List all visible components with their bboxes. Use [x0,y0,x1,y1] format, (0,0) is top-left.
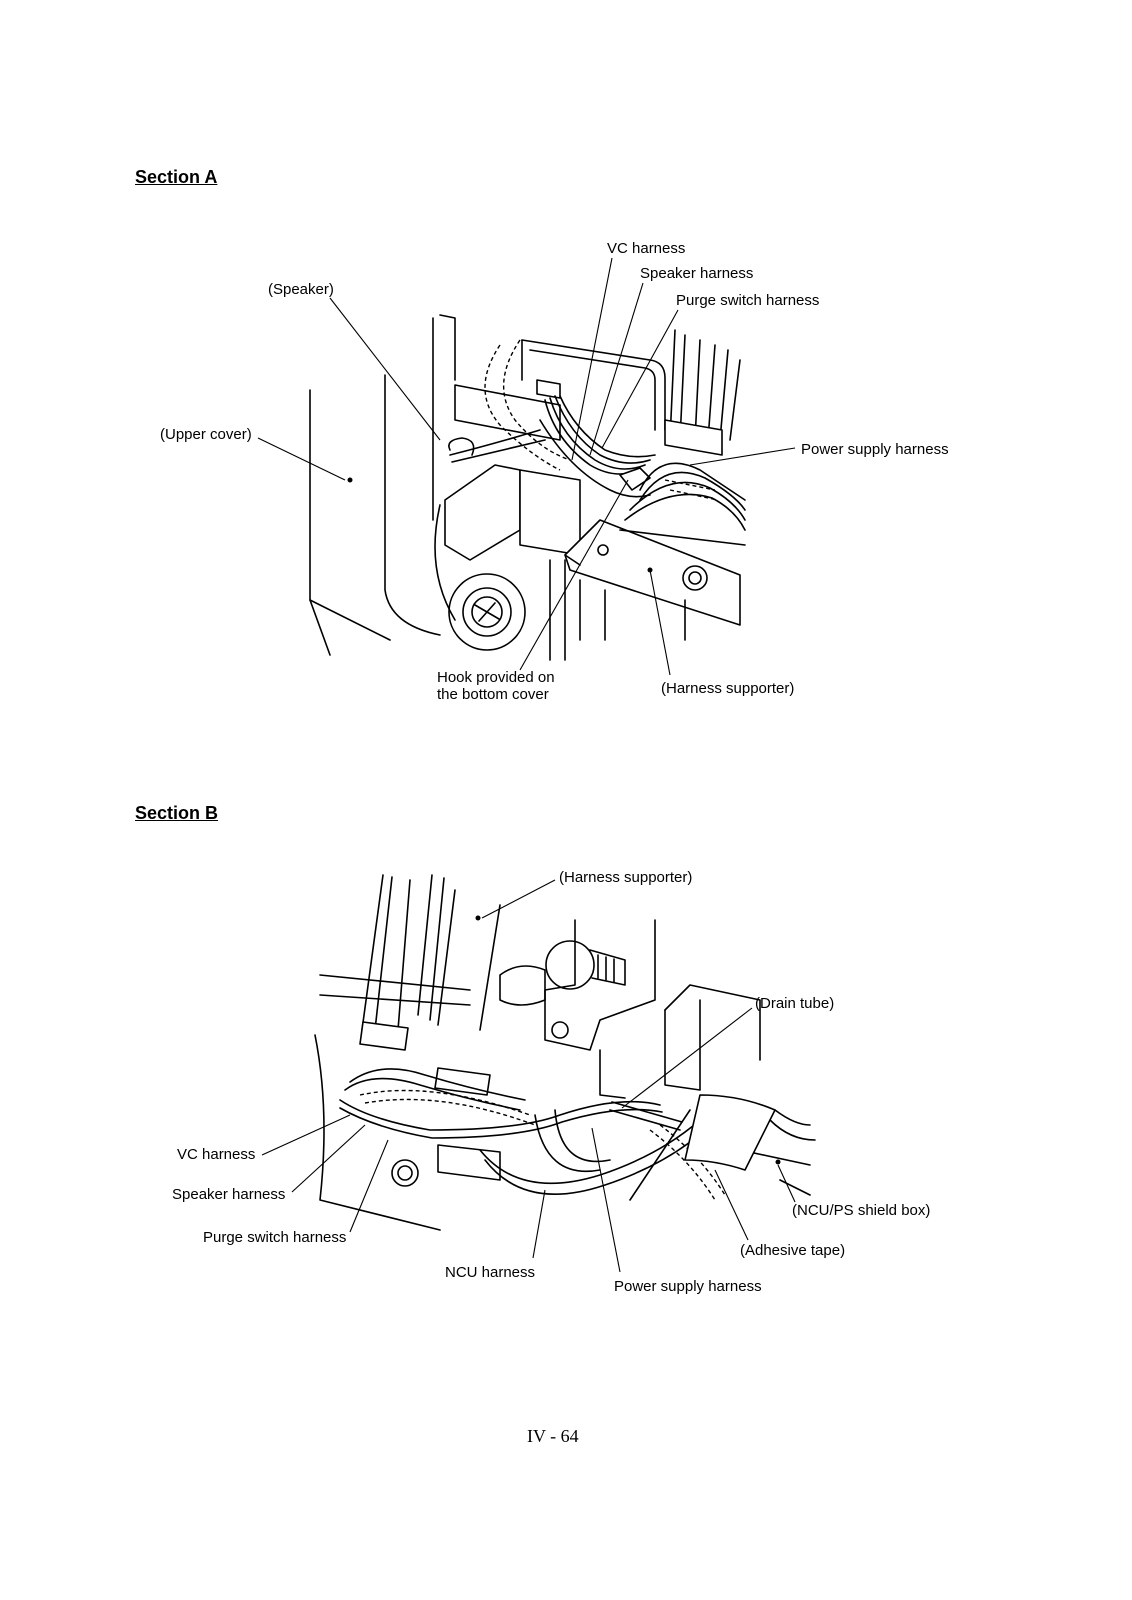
harness-supporter-tall [361,874,384,1031]
base-plate [319,974,471,991]
speaker-wire [449,429,541,456]
leader-drain-tube [621,1007,753,1109]
leader-power-supply-harness [689,447,796,466]
leader-ncu-ps-shield-box [777,1164,796,1203]
section-a-figure [0,0,1132,780]
section-b-figure [0,820,1132,1320]
harness-loop [339,1099,661,1131]
leader-ncu-harness [532,1189,546,1259]
leader-b-speaker-harness [291,1124,366,1193]
leader-adhesive-tape [714,1169,749,1241]
callout-b-purge-switch-harness: Purge switch harness [203,1229,347,1246]
leader-speaker [329,297,441,441]
callout-b-ncu-harness: NCU harness [445,1264,536,1281]
hidden-harness-route [484,344,561,471]
leader-b-power-supply-harness [591,1127,621,1273]
speaker-housing [454,384,561,441]
callout-a-speaker: (Speaker) [268,281,334,298]
section-a-drawing [257,257,796,676]
callout-b-drain-tube: (Drain tube) [755,995,835,1012]
ncu-ps-shield-box [664,999,701,1091]
callout-b-vc-harness: VC harness [177,1146,256,1163]
power-supply-harness-bundle [669,329,741,441]
gear [545,940,595,990]
adhesive-tape [684,1094,776,1171]
callout-b-power-supply-harness: Power supply harness [614,1278,762,1295]
page-number: IV - 64 [527,1426,579,1446]
leader-vc-harness [571,257,613,461]
callout-a-vc-harness: VC harness [607,240,686,257]
callout-a-upper-cover: (Upper cover) [160,426,252,443]
section-b-heading: Section B [135,803,219,823]
leader-hook [519,479,629,671]
section-b-drawing [261,874,816,1273]
leader-b-purge-switch-harness [349,1139,389,1233]
harness-supporter-plate [564,519,741,626]
leader-speaker-harness [589,282,644,456]
leader-b-vc-harness [261,1114,351,1156]
callout-b-adhesive-tape: (Adhesive tape) [740,1242,846,1259]
callout-a-harness-supporter: (Harness supporter) [661,680,795,697]
callout-a-power-supply-harness: Power supply harness [801,441,949,458]
leader-upper-cover [257,437,346,481]
callout-b-speaker-harness: Speaker harness [172,1186,286,1203]
callout-a-purge-switch-harness: Purge switch harness [676,292,820,309]
section-a-heading: Section A [135,167,218,187]
upper-cover-outline [309,389,331,656]
drain-tube [609,1109,681,1131]
callout-a-speaker-harness: Speaker harness [640,265,754,282]
leader-purge-switch-harness [601,309,679,449]
callout-b-harness-supporter: (Harness supporter) [559,869,693,886]
leader-b-harness-supporter [481,879,556,919]
callout-a-hook: Hook provided on the bottom cover [437,669,555,703]
screw-boss [448,573,526,651]
callout-b-ncu-ps-shield-box: (NCU/PS shield box) [792,1202,931,1219]
bottom-cover-hook [619,467,651,491]
motor-bracket [544,919,656,1051]
leader-harness-supporter-a [649,569,671,676]
